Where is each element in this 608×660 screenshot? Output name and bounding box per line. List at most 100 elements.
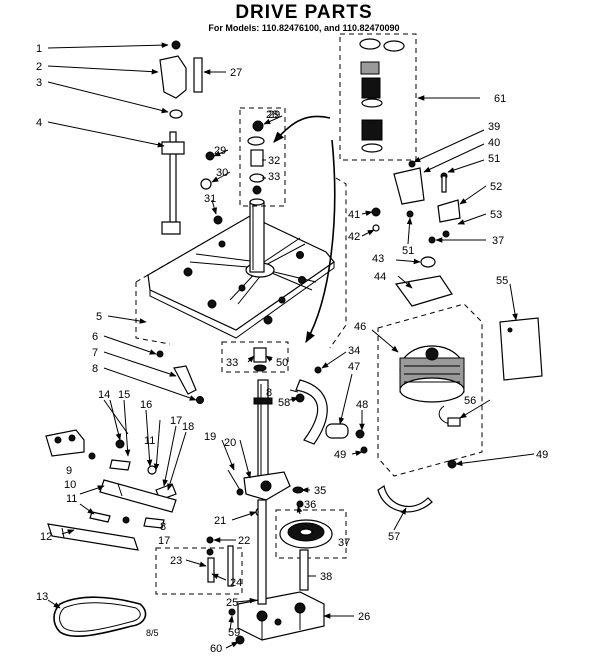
callout-59: 59 (228, 627, 240, 639)
callout-56: 56 (464, 395, 476, 407)
seal-kit-box (339, 33, 417, 161)
callout-52: 52 (490, 181, 502, 193)
callout-7: 7 (92, 347, 98, 359)
callout-48: 48 (356, 399, 368, 411)
screw-49-right (447, 459, 457, 469)
callout-58: 58 (278, 397, 290, 409)
small-washer (314, 366, 322, 374)
callout-13: 13 (36, 591, 48, 603)
callout-4: 4 (36, 117, 42, 129)
switch-bracket (45, 429, 96, 460)
coupling-box (221, 341, 289, 373)
callout-11-lower: 11 (66, 493, 77, 505)
left-lever (156, 350, 204, 404)
upper-left-bracket-parts (159, 40, 203, 119)
actuator-rod (161, 131, 185, 235)
callout-47: 47 (348, 361, 360, 373)
callout-29-left: 29 (214, 145, 226, 157)
callout-6: 6 (92, 331, 98, 343)
gear-parts-box (155, 536, 243, 595)
callout-41: 41 (348, 209, 360, 221)
callout-51-upper: 51 (488, 153, 500, 165)
callout-28: 28 (266, 109, 278, 121)
callout-33-lower: 33 (226, 357, 238, 369)
callout-39: 39 (488, 121, 500, 133)
clip-35 (292, 486, 304, 494)
callout-24: 24 (230, 577, 242, 589)
callout-labels: 1 2 3 4 5 6 7 8 8 8 9 10 11 11 12 13 14 … (36, 43, 548, 655)
callout-14: 14 (98, 389, 110, 401)
callout-53: 53 (490, 209, 502, 221)
clutch-assembly (243, 471, 291, 501)
callout-17-upper: 17 (170, 415, 182, 427)
brake-strap (295, 379, 328, 445)
page-mark: 8/5 (146, 628, 159, 638)
callout-22: 22 (238, 535, 250, 547)
motor-cover-plate (499, 317, 543, 381)
callout-37-pulley: 37 (338, 537, 350, 549)
callout-51-lower: 51 (402, 245, 414, 257)
switch-part (437, 199, 461, 238)
assembly-arrows (273, 115, 336, 343)
callout-11-upper: 11 (144, 435, 155, 447)
callout-20: 20 (224, 437, 236, 449)
callout-43: 43 (372, 253, 384, 265)
callout-12: 12 (40, 531, 52, 543)
callout-31: 31 (204, 193, 216, 205)
center-post (249, 198, 265, 273)
callout-2: 2 (36, 61, 42, 73)
drive-belt (53, 596, 147, 638)
callout-21: 21 (214, 515, 226, 527)
callout-49-right: 49 (536, 449, 548, 461)
callout-57: 57 (388, 531, 400, 543)
callout-46: 46 (354, 321, 366, 333)
pulley-box (275, 509, 347, 559)
model-subtitle: For Models: 110.82476100, and 110.824700… (208, 23, 400, 33)
callout-38: 38 (320, 571, 332, 583)
bracket-fasteners (371, 207, 414, 232)
page-title: DRIVE PARTS (235, 2, 373, 23)
callout-25: 25 (226, 597, 238, 609)
callout-15: 15 (118, 389, 130, 401)
capacitor-parts (325, 423, 368, 454)
lever-bar (47, 523, 139, 551)
spring-clip (377, 485, 433, 513)
pulley-shaft (299, 549, 309, 591)
callout-29-box: 29 (268, 109, 280, 121)
callout-37-right: 37 (492, 235, 504, 247)
callout-55: 55 (496, 275, 508, 287)
callout-49-left: 49 (334, 449, 346, 461)
callout-60: 60 (210, 643, 222, 655)
callout-23: 23 (170, 555, 182, 567)
callout-34: 34 (348, 345, 360, 357)
callout-8-center: 8 (266, 387, 272, 399)
motor-box (377, 303, 483, 477)
callout-27: 27 (230, 67, 242, 79)
callout-17-lower: 17 (158, 535, 170, 547)
callout-16: 16 (140, 399, 152, 411)
right-bracket (393, 160, 448, 205)
callout-33-box: 33 (268, 171, 280, 183)
callout-42: 42 (348, 231, 360, 243)
callout-44: 44 (374, 271, 386, 283)
callout-35: 35 (314, 485, 326, 497)
left-screws (200, 151, 223, 225)
callout-50: 50 (276, 357, 288, 369)
callout-26: 26 (358, 611, 370, 623)
leader-lines (47, 42, 535, 649)
callout-18: 18 (182, 421, 194, 433)
callout-8-left: 8 (92, 363, 98, 375)
callout-1: 1 (36, 43, 42, 55)
callout-30: 30 (216, 167, 228, 179)
callout-5: 5 (96, 311, 102, 323)
callout-8-lower: 8 (160, 521, 166, 533)
callout-3: 3 (36, 77, 42, 89)
gearcase (237, 499, 325, 641)
callout-10: 10 (64, 479, 76, 491)
bearing-kit-box (239, 107, 286, 207)
wire-connector (447, 417, 461, 427)
lower-linkage (89, 511, 165, 529)
callout-40: 40 (488, 137, 500, 149)
callout-61: 61 (494, 93, 506, 105)
